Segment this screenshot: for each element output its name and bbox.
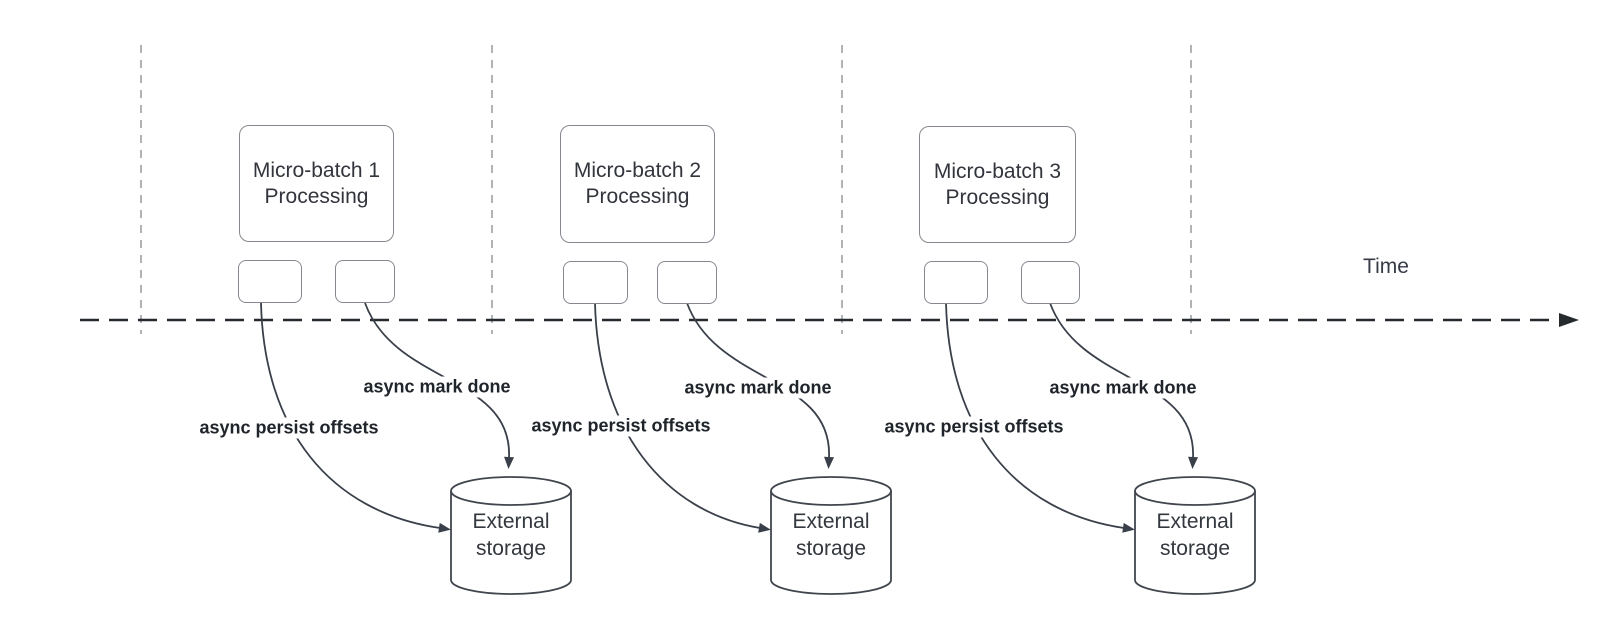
micro-batch-2-box: Micro-batch 2 Processing: [560, 125, 715, 243]
cylinder-top: [1134, 476, 1256, 506]
external-storage-cylinder: [1134, 476, 1256, 595]
micro-batch-3-done-slot: [1021, 261, 1080, 304]
micro-batch-3-title: Micro-batch 3 Processing: [933, 159, 1062, 209]
mark-done-label: async mark done: [360, 376, 514, 398]
micro-batch-1-title: Micro-batch 1 Processing: [252, 158, 381, 208]
external-storage-label: External storage: [1156, 510, 1234, 560]
cylinder-top: [770, 476, 892, 506]
external-storage-label: External storage: [472, 510, 550, 560]
cylinder-top: [450, 476, 572, 506]
external-storage-cylinder: [770, 476, 892, 595]
micro-batch-1-offset-slot: [238, 260, 302, 303]
persist-offsets-label: async persist offsets: [881, 416, 1067, 438]
micro-batch-3-offset-slot: [924, 261, 988, 304]
cylinder-body: [450, 491, 572, 595]
time-axis-label: Time: [1363, 255, 1409, 278]
micro-batch-3-box: Micro-batch 3 Processing: [919, 126, 1076, 243]
persist-offsets-label: async persist offsets: [196, 417, 382, 439]
mark-done-label: async mark done: [681, 377, 835, 399]
persist-offsets-connector: [594, 302, 771, 533]
mark-done-label: async mark done: [1046, 377, 1200, 399]
external-storage-label: External storage: [792, 510, 870, 560]
micro-batch-1-done-slot: [335, 260, 395, 303]
cylinder-body: [770, 491, 892, 595]
micro-batch-2-done-slot: [657, 261, 717, 304]
micro-batch-2-title: Micro-batch 2 Processing: [573, 159, 702, 208]
cylinder-body: [1134, 491, 1256, 595]
micro-batch-1-box: Micro-batch 1 Processing: [239, 125, 394, 242]
persist-offsets-label: async persist offsets: [528, 415, 714, 437]
persist-offsets-connector: [945, 302, 1135, 533]
external-storage-cylinder: [450, 476, 572, 595]
persist-offsets-connector: [260, 302, 451, 533]
micro-batch-2-offset-slot: [563, 261, 628, 304]
